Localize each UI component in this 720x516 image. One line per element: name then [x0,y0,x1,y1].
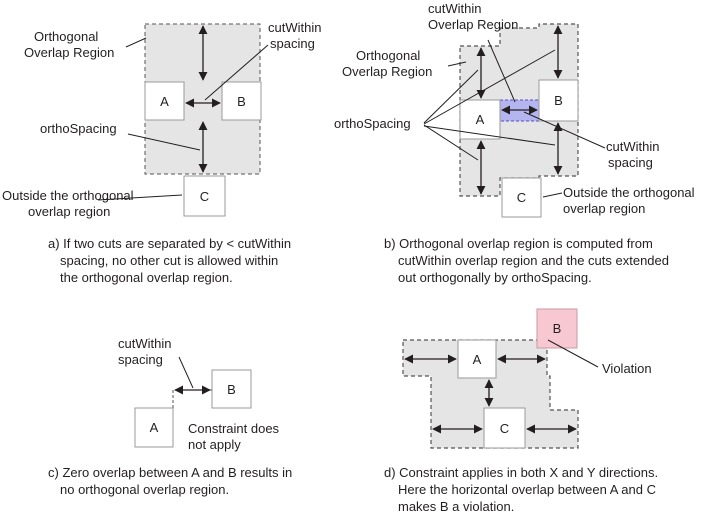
panel-c-caption-line-2: no orthogonal overlap region. [60,482,229,497]
panel-b-cut-within-label-2: spacing [608,155,653,170]
panel-c-caption-line-1: c) Zero overlap between A and B results … [48,465,292,480]
panel-c-box-b [211,369,252,409]
panel-d-box-a-label: A [473,352,482,367]
panel-a-cut-within-label-1: cutWithin [268,20,321,35]
panel-c-dashed-connector [172,389,212,408]
panel-a-ortho-spacing-leader [127,133,201,151]
panel-d-box-a [457,339,497,379]
panel-d-box-c [483,407,526,449]
panel-d-box-b-violation [536,308,578,349]
panel-c-constraint-label-1: Constraint does [188,421,280,436]
panel-c-box-a [134,407,174,448]
panel-d-caption-line-2: Here the horizontal overlap between A an… [398,482,656,497]
panel-a-orth-region-label-2: Overlap Region [24,45,114,60]
panel-a-ortho-spacing-label: orthoSpacing [40,121,117,136]
panel-c-cut-within-label-1: cutWithin [118,336,171,351]
panel-b-ortho-spacing-leader-4 [423,125,556,146]
panel-b-orth-region-leader [447,61,467,67]
panel-c-cut-within-label-2: spacing [118,352,163,367]
panel-a-caption-line-1: a) If two cuts are separated by < cutWit… [48,236,291,251]
panel-a-box-b-label: B [237,94,246,109]
panel-b-caption-line-3: out orthogonally by orthoSpacing. [398,270,592,285]
panel-b-box-c [501,177,542,218]
panel-b-orth-region-label-1: Orthogonal [356,48,420,63]
panel-a-cut-within-label-2: spacing [270,36,315,51]
panel-b-cut-within-leader [523,111,606,149]
panel-b-box-a-label: A [476,112,485,127]
panel-a-orth-region-label-1: Orthogonal [34,29,98,44]
panel-d-violation-label: Violation [602,361,652,376]
panel-a-outside-leader [97,194,183,201]
panel-b-cut-within-region-leader [487,39,516,103]
panel-b-caption-line-2: cutWithin overlap region and the cuts ex… [398,253,669,268]
panel-a-orth-region-leader [125,37,147,48]
panel-a-caption-line-3: the orthogonal overlap region. [60,270,233,285]
panel-b: A B C cutWithin Overlap Region Orthogona… [334,1,695,285]
panel-d-box-c-label: C [500,421,509,436]
panel-c: A B cutWithin spacing Constraint does no… [48,336,292,497]
panel-b-box-b [538,79,579,122]
panel-c-box-b-label: B [227,382,236,397]
panel-b-ortho-spacing-label: orthoSpacing [334,116,411,131]
panel-c-box-a-label: A [150,420,159,435]
panel-a-box-a-label: A [160,94,169,109]
panel-d-caption-line-3: makes B a violation. [398,499,514,514]
panel-b-box-c-label: C [517,190,526,205]
panel-b-caption-line-1: b) Orthogonal overlap region is computed… [384,236,653,251]
panel-a-outside-label-1: Outside the orthogonal [2,188,134,203]
panel-d-box-b-label: B [553,321,562,336]
panel-d-violation-leader [547,339,599,368]
panel-c-constraint-label-2: not apply [188,437,241,452]
panel-a-box-a [144,81,185,121]
panel-b-cut-within-region-label-2: Overlap Region [428,17,518,32]
panel-b-orth-region-label-2: Overlap Region [342,64,432,79]
panel-b-cut-within-label-1: cutWithin [606,139,659,154]
panel-b-cut-within-region-label-1: cutWithin [428,1,481,16]
panel-d-caption-line-1: d) Constraint applies in both X and Y di… [384,465,658,480]
panel-a: A B C Orthogonal Overlap Region cutWithi… [2,20,321,285]
panel-d: A B C Violation d) Constraint applies in… [384,308,658,514]
panel-b-box-b-label: B [554,93,563,108]
panel-b-outside-label-2: overlap region [563,201,645,216]
panel-a-caption-line-2: spacing, no other cut is allowed within [60,253,278,268]
panel-b-ortho-spacing-leader-1 [423,69,479,124]
panel-a-box-c-label: C [200,189,209,204]
panel-b-box-a [459,99,501,140]
panel-a-box-c [183,175,226,217]
panel-a-box-b [221,81,262,121]
panel-c-cut-within-leader [178,356,194,389]
panel-b-outside-label-1: Outside the orthogonal [563,185,695,200]
panel-a-outside-label-2: overlap region [28,204,110,219]
panel-b-outside-leader [542,192,563,198]
panel-a-cut-within-leader [204,44,269,101]
panel-b-ortho-spacing-leader-3 [423,124,479,161]
panel-b-ortho-spacing-leader-2 [423,49,556,125]
